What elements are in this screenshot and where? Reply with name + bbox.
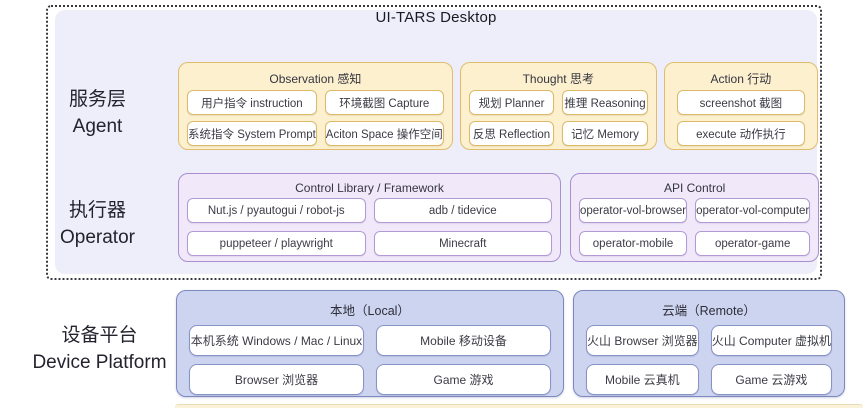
layer-label-agent-en: Agent bbox=[72, 116, 123, 137]
agent-row: Observation 感知 用户指令 instruction 环境截图 Cap… bbox=[178, 62, 818, 150]
node-operator-vol-browser: operator-vol-browser bbox=[579, 198, 688, 223]
page-title: UI-TARS Desktop bbox=[375, 9, 497, 26]
group-api-control-header: API Control bbox=[663, 181, 726, 195]
node-system-prompt: 系统指令 System Prompt bbox=[187, 121, 317, 146]
group-thought-grid: 规划 Planner 推理 Reasoning 反思 Reflection 记忆… bbox=[468, 90, 648, 146]
group-observation-header: Observation 感知 bbox=[269, 72, 362, 86]
group-remote: 云端（Remote） 火山 Browser 浏览器 火山 Computer 虚拟… bbox=[573, 290, 846, 397]
node-env-capture: 环境截图 Capture bbox=[324, 90, 444, 115]
node-volcano-computer: 火山 Computer 虚拟机 bbox=[710, 325, 833, 356]
node-operator-vol-computer: operator-vol-computer bbox=[695, 198, 811, 223]
node-minecraft: Minecraft bbox=[373, 231, 552, 256]
node-reflection: 反思 Reflection bbox=[468, 121, 555, 146]
layer-label-device-en: Device Platform bbox=[32, 352, 167, 373]
layer-label-operator: 执行器 Operator bbox=[35, 197, 160, 251]
node-operator-game: operator-game bbox=[695, 231, 811, 256]
node-volcano-browser: 火山 Browser 浏览器 bbox=[586, 325, 699, 356]
node-operator-mobile: operator-mobile bbox=[579, 231, 688, 256]
group-local-header: 本地（Local） bbox=[330, 304, 410, 318]
group-api-control-grid: operator-vol-browser operator-vol-comput… bbox=[579, 198, 811, 256]
group-local: 本地（Local） 本机系统 Windows / Mac / Linux Mob… bbox=[176, 290, 564, 397]
node-game-cloud: Game 云游戏 bbox=[710, 364, 833, 395]
node-adb-tidevice: adb / tidevice bbox=[373, 198, 552, 223]
node-nutjs-pyautogui-robotjs: Nut.js / pyautogui / robot-js bbox=[187, 198, 366, 223]
node-planner: 规划 Planner bbox=[468, 90, 555, 115]
group-thought-header: Thought 思考 bbox=[522, 72, 594, 86]
group-observation-grid: 用户指令 instruction 环境截图 Capture 系统指令 Syste… bbox=[187, 90, 444, 146]
node-user-instruction: 用户指令 instruction bbox=[187, 90, 317, 115]
group-observation: Observation 感知 用户指令 instruction 环境截图 Cap… bbox=[178, 62, 453, 150]
group-action-grid: screenshot 截图 execute 动作执行 bbox=[673, 90, 809, 146]
layer-label-device: 设备平台 Device Platform bbox=[22, 322, 177, 376]
layer-label-operator-en: Operator bbox=[60, 227, 135, 248]
node-browser: Browser 浏览器 bbox=[189, 364, 364, 395]
node-action-space: Aciton Space 操作空间 bbox=[324, 121, 444, 146]
node-execute: execute 动作执行 bbox=[676, 121, 805, 146]
group-remote-header: 云端（Remote） bbox=[662, 304, 756, 318]
cutoff-element-strip bbox=[175, 404, 863, 408]
node-memory: 记忆 Memory bbox=[562, 121, 648, 146]
group-action: Action 行动 screenshot 截图 execute 动作执行 bbox=[663, 62, 818, 150]
node-game: Game 游戏 bbox=[376, 364, 551, 395]
dashed-boundary bbox=[46, 5, 822, 280]
layer-label-agent: 服务层 Agent bbox=[35, 86, 160, 140]
node-mobile-cloud: Mobile 云真机 bbox=[586, 364, 699, 395]
group-control-library-grid: Nut.js / pyautogui / robot-js adb / tide… bbox=[187, 198, 552, 256]
operator-row: Control Library / Framework Nut.js / pya… bbox=[178, 173, 820, 262]
node-screenshot: screenshot 截图 bbox=[676, 90, 805, 115]
node-mobile-device: Mobile 移动设备 bbox=[376, 325, 551, 356]
group-api-control: API Control operator-vol-browser operato… bbox=[570, 173, 820, 262]
layer-label-agent-zh: 服务层 bbox=[68, 89, 126, 110]
group-action-header: Action 行动 bbox=[710, 72, 772, 86]
group-thought: Thought 思考 规划 Planner 推理 Reasoning 反思 Re… bbox=[459, 62, 657, 150]
group-control-library-header: Control Library / Framework bbox=[295, 181, 444, 195]
node-reasoning: 推理 Reasoning bbox=[562, 90, 648, 115]
device-row: 本地（Local） 本机系统 Windows / Mac / Linux Mob… bbox=[176, 290, 846, 397]
node-puppeteer-playwright: puppeteer / playwright bbox=[187, 231, 366, 256]
layer-label-operator-zh: 执行器 bbox=[68, 200, 126, 221]
layer-label-device-zh: 设备平台 bbox=[61, 325, 138, 346]
group-remote-grid: 火山 Browser 浏览器 火山 Computer 虚拟机 Mobile 云真… bbox=[586, 325, 833, 395]
group-control-library: Control Library / Framework Nut.js / pya… bbox=[178, 173, 561, 262]
group-local-grid: 本机系统 Windows / Mac / Linux Mobile 移动设备 B… bbox=[189, 325, 551, 395]
node-desktop-os: 本机系统 Windows / Mac / Linux bbox=[189, 325, 364, 356]
